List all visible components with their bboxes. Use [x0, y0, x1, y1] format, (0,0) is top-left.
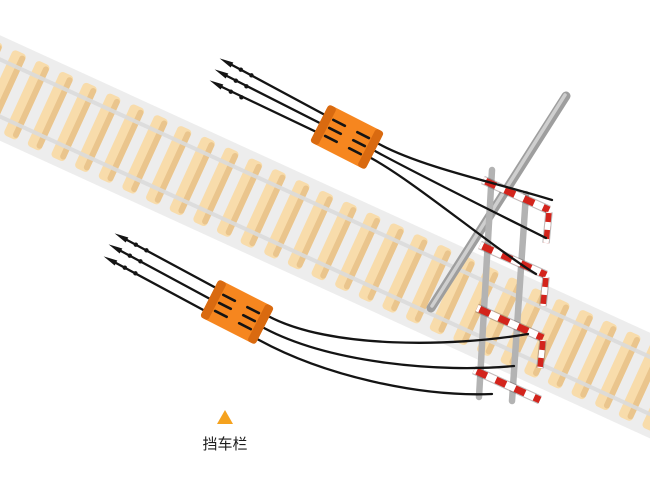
- barrier-label: 挡车栏: [202, 435, 247, 453]
- railroad-tie-shade: [296, 196, 333, 268]
- cable: [114, 261, 494, 396]
- rail-bottom: [0, 84, 650, 443]
- railroad-tie-shade: [12, 66, 49, 138]
- drive-unit-clamp: [200, 280, 226, 320]
- railroad-tie-shade: [178, 142, 215, 214]
- railroad-tie-shade: [107, 109, 144, 182]
- cable-bead: [144, 248, 149, 253]
- track-bed: [0, 19, 650, 461]
- striped-arm-stripes: [478, 241, 548, 279]
- railroad-ties: [0, 39, 650, 432]
- railroad-tie-shade: [391, 239, 428, 312]
- railroad-tie-shade: [60, 88, 97, 160]
- cable-tip: [114, 233, 129, 243]
- striped-link-stripes: [537, 339, 546, 369]
- railroad-tie-shade: [249, 174, 286, 247]
- cable: [119, 249, 516, 370]
- drive-unit-clamp: [358, 129, 384, 169]
- cable-tip: [214, 69, 229, 79]
- railroad-tie-shade: [272, 185, 309, 257]
- railroad-tie-shade: [320, 207, 357, 279]
- cable-tip: [108, 244, 123, 254]
- rail-top: [0, 37, 650, 396]
- control-cables-lower: [114, 238, 530, 396]
- cable: [230, 63, 554, 202]
- railroad-tie-shade: [154, 131, 191, 203]
- cable-bead: [138, 259, 143, 264]
- cable: [220, 85, 538, 276]
- cable: [225, 74, 548, 240]
- drive-unit-lower: [200, 280, 274, 344]
- railroad-tie-shade: [627, 347, 650, 420]
- railroad-tie: [618, 342, 650, 421]
- striped-arm-stripes: [481, 176, 551, 214]
- striped-link-stripes: [543, 211, 552, 244]
- drive-unit-clamp: [310, 105, 336, 145]
- railroad-tie-shade: [0, 55, 26, 128]
- cable-tip: [219, 58, 234, 68]
- cable-bead: [228, 89, 234, 94]
- railroad-tie-shade: [414, 250, 451, 322]
- striped-link-stripes: [540, 276, 549, 307]
- control-cables-upper: [220, 63, 554, 276]
- legend: 挡车栏: [202, 410, 248, 453]
- cable-bead: [133, 271, 138, 276]
- cable-bead: [122, 265, 128, 270]
- cable-ends: [103, 58, 254, 276]
- railroad-tie-shade: [225, 163, 262, 236]
- railroad-tie-shade: [131, 120, 168, 193]
- railroad-tie-shade: [202, 153, 239, 225]
- railroad-tie-shade: [438, 261, 475, 333]
- cable-bead: [238, 67, 244, 72]
- railroad-tie-shade: [367, 228, 404, 301]
- railroad-tie-shade: [343, 217, 380, 290]
- triangle-marker-icon: [217, 410, 233, 424]
- striped-arm-stripes: [475, 304, 545, 342]
- cable-bead: [239, 95, 244, 100]
- railroad-tie-shade: [580, 326, 617, 398]
- railway-track: [0, 19, 650, 461]
- cable-bead: [244, 84, 249, 89]
- cable-tip: [209, 80, 224, 90]
- barrier-post-left: [475, 166, 496, 401]
- barrier-striped-arms: [472, 175, 551, 405]
- cable-tip: [103, 256, 118, 266]
- railroad-tie-shade: [36, 77, 73, 149]
- striped-arm-stripes: [472, 366, 542, 404]
- cable: [125, 238, 530, 344]
- cable-bead: [133, 242, 139, 247]
- railroad-tie-shade: [556, 315, 593, 387]
- cable-bead: [233, 78, 239, 83]
- railroad-tie-shade: [603, 337, 640, 409]
- cable-bead: [249, 73, 254, 78]
- railroad-tie-shade: [83, 98, 120, 171]
- drive-unit-clamp: [248, 304, 274, 344]
- drive-unit-upper: [310, 105, 384, 169]
- cable-bead: [127, 253, 133, 258]
- barrier-mast-pole: [426, 91, 571, 313]
